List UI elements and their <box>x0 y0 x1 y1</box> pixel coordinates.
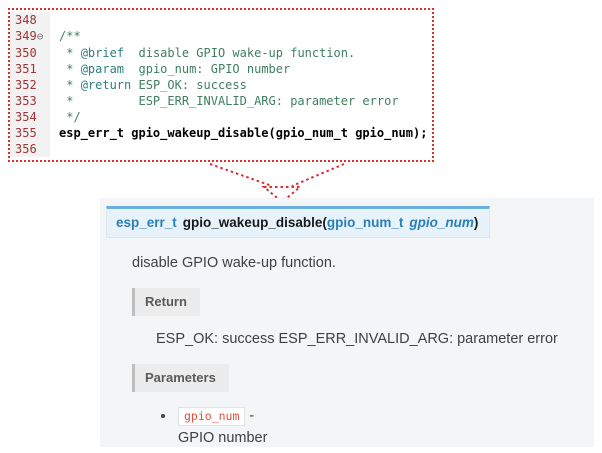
line-number: 349⊖ <box>10 28 50 45</box>
code-line-text: * @brief disable GPIO wake-up function. <box>50 45 355 61</box>
code-segment-comment: * ESP_ERR_INVALID_ARG: parameter error <box>59 94 399 108</box>
code-line: 353 * ESP_ERR_INVALID_ARG: parameter err… <box>10 93 432 109</box>
return-section-label: Return <box>132 288 200 316</box>
code-line: 354 */ <box>10 109 432 125</box>
code-line-text: /** <box>50 28 81 45</box>
line-number: 350 <box>10 45 50 61</box>
line-number: 356 <box>10 141 50 157</box>
function-signature: esp_err_t gpio_wakeup_disable(gpio_num_t g… <box>106 206 491 238</box>
code-segment-comment: * <box>59 78 81 92</box>
parameters-list: gpio_num -GPIO number <box>176 407 594 446</box>
code-line-text: */ <box>50 109 81 125</box>
code-line: 352 * @return ESP_OK: success <box>10 77 432 93</box>
param-name: gpio_num <box>409 215 474 230</box>
code-line: 356 <box>10 141 432 157</box>
parameter-name-chip: gpio_num <box>178 407 246 426</box>
code-segment-comment: */ <box>59 110 81 124</box>
code-segment-tag: @brief <box>80 46 125 60</box>
line-number: 354 <box>10 109 50 125</box>
code-segment-comment: ESP_OK: success <box>131 78 247 92</box>
code-line: 351 * @param gpio_num: GPIO number <box>10 61 432 77</box>
line-number: 355 <box>10 125 50 141</box>
parameter-description: GPIO number <box>178 430 268 446</box>
paren-open: ( <box>322 215 327 230</box>
code-line: 349⊖ /** <box>10 28 432 45</box>
code-line: 348 <box>10 12 432 28</box>
return-section-text: ESP_OK: success ESP_ERR_INVALID_ARG: par… <box>156 331 558 347</box>
paren-close: ) <box>473 215 479 230</box>
code-segment-code: esp_err_t gpio_wakeup_disable(gpio_num_t… <box>59 126 428 140</box>
code-line: 350 * @brief disable GPIO wake-up functi… <box>10 45 432 61</box>
line-number: 352 <box>10 77 50 93</box>
code-line-text <box>50 12 59 28</box>
line-number: 351 <box>10 61 50 77</box>
code-line-text: esp_err_t gpio_wakeup_disable(gpio_num_t… <box>50 125 427 141</box>
line-number: 348 <box>10 12 50 28</box>
arrow-icon <box>209 163 345 204</box>
function-description: disable GPIO wake-up function. <box>132 255 336 271</box>
param-type-link[interactable]: gpio_num_t <box>326 215 404 230</box>
fold-toggle-icon[interactable]: ⊖ <box>36 30 44 43</box>
code-segment-comment: * <box>59 46 81 60</box>
code-line: 355 esp_err_t gpio_wakeup_disable(gpio_nu… <box>10 125 432 141</box>
code-segment-comment: * <box>59 62 81 76</box>
code-line-text <box>50 141 59 157</box>
code-segment-comment: disable GPIO wake-up function. <box>124 46 356 60</box>
code-segment-comment: gpio_num: GPIO number <box>124 62 291 76</box>
doc-content: disable GPIO wake-up function. Return ES… <box>132 255 594 446</box>
code-segment-comment: /** <box>59 29 81 43</box>
parameter-item: gpio_num -GPIO number <box>176 407 594 446</box>
code-segment-tag: @return <box>80 78 132 92</box>
parameters-section-label: Parameters <box>132 364 229 392</box>
code-line-text: * ESP_ERR_INVALID_ARG: parameter error <box>50 93 399 109</box>
arrow <box>192 161 372 205</box>
line-number: 353 <box>10 93 50 109</box>
code-line-text: * @return ESP_OK: success <box>50 77 247 93</box>
function-name: gpio_wakeup_disable <box>182 215 323 230</box>
code-segment-tag: @param <box>80 62 125 76</box>
return-type-link[interactable]: esp_err_t <box>116 215 177 230</box>
code-line-text: * @param gpio_num: GPIO number <box>50 61 290 77</box>
